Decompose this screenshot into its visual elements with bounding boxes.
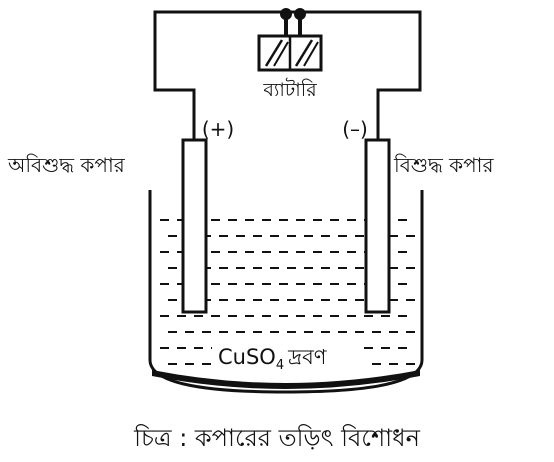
cathode-sign: (–) [342,117,368,141]
solution-subscript: 4 [276,358,284,373]
battery-label: ব্যাটারি [262,78,317,101]
anode-label: অবিশুদ্ধ কপার [7,153,126,177]
cathode-electrode [364,138,391,314]
anode-electrode [181,138,208,314]
anode-sign: (+) [202,117,234,141]
battery-icon [257,34,323,72]
beaker-base [152,370,420,389]
figure-caption: চিত্র : কপারের তড়িৎ বিশোধন [133,424,420,452]
cathode-label: বিশুদ্ধ কপার [393,153,494,177]
solution-formula: CuSO [218,345,276,369]
solution-label-bg [212,340,364,370]
solution-word: দ্রবণ [287,345,327,369]
battery-terminals [280,8,306,36]
